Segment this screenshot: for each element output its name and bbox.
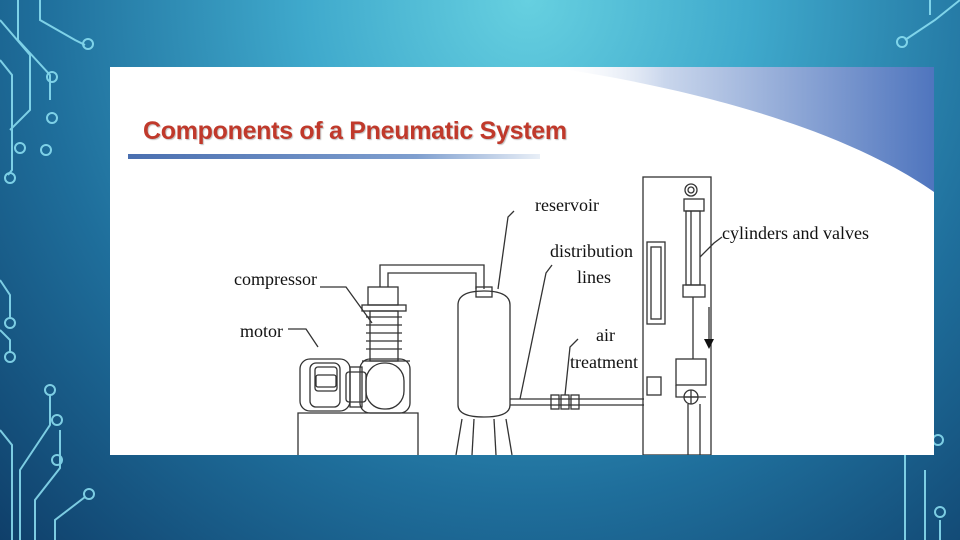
slide-panel: Components of a Pneumatic System [110,67,934,455]
label-compressor: compressor [234,269,317,289]
label-cylinders-and-valves: cylinders and valves [722,223,869,243]
cylinder-frame [642,176,712,455]
pneumatic-system-diagram: reservoir distribution lines cylinders a… [234,176,869,455]
distribution-line [510,394,644,410]
slide-title: Components of a Pneumatic System [143,117,567,145]
label-reservoir: reservoir [535,195,599,215]
base-block [297,412,419,455]
compressor-leader [320,286,373,324]
title-underline [128,154,540,159]
label-treatment: treatment [570,352,638,372]
feed-pipe [379,264,485,289]
label-air: air [596,325,615,345]
label-distribution: distribution [550,241,633,261]
header-swoosh [550,67,934,192]
label-lines: lines [577,267,611,287]
reservoir-leader [497,210,515,290]
label-motor: motor [240,321,283,341]
motor-unit [299,358,367,412]
reservoir-tank [455,286,513,455]
compressor-unit [359,286,411,414]
